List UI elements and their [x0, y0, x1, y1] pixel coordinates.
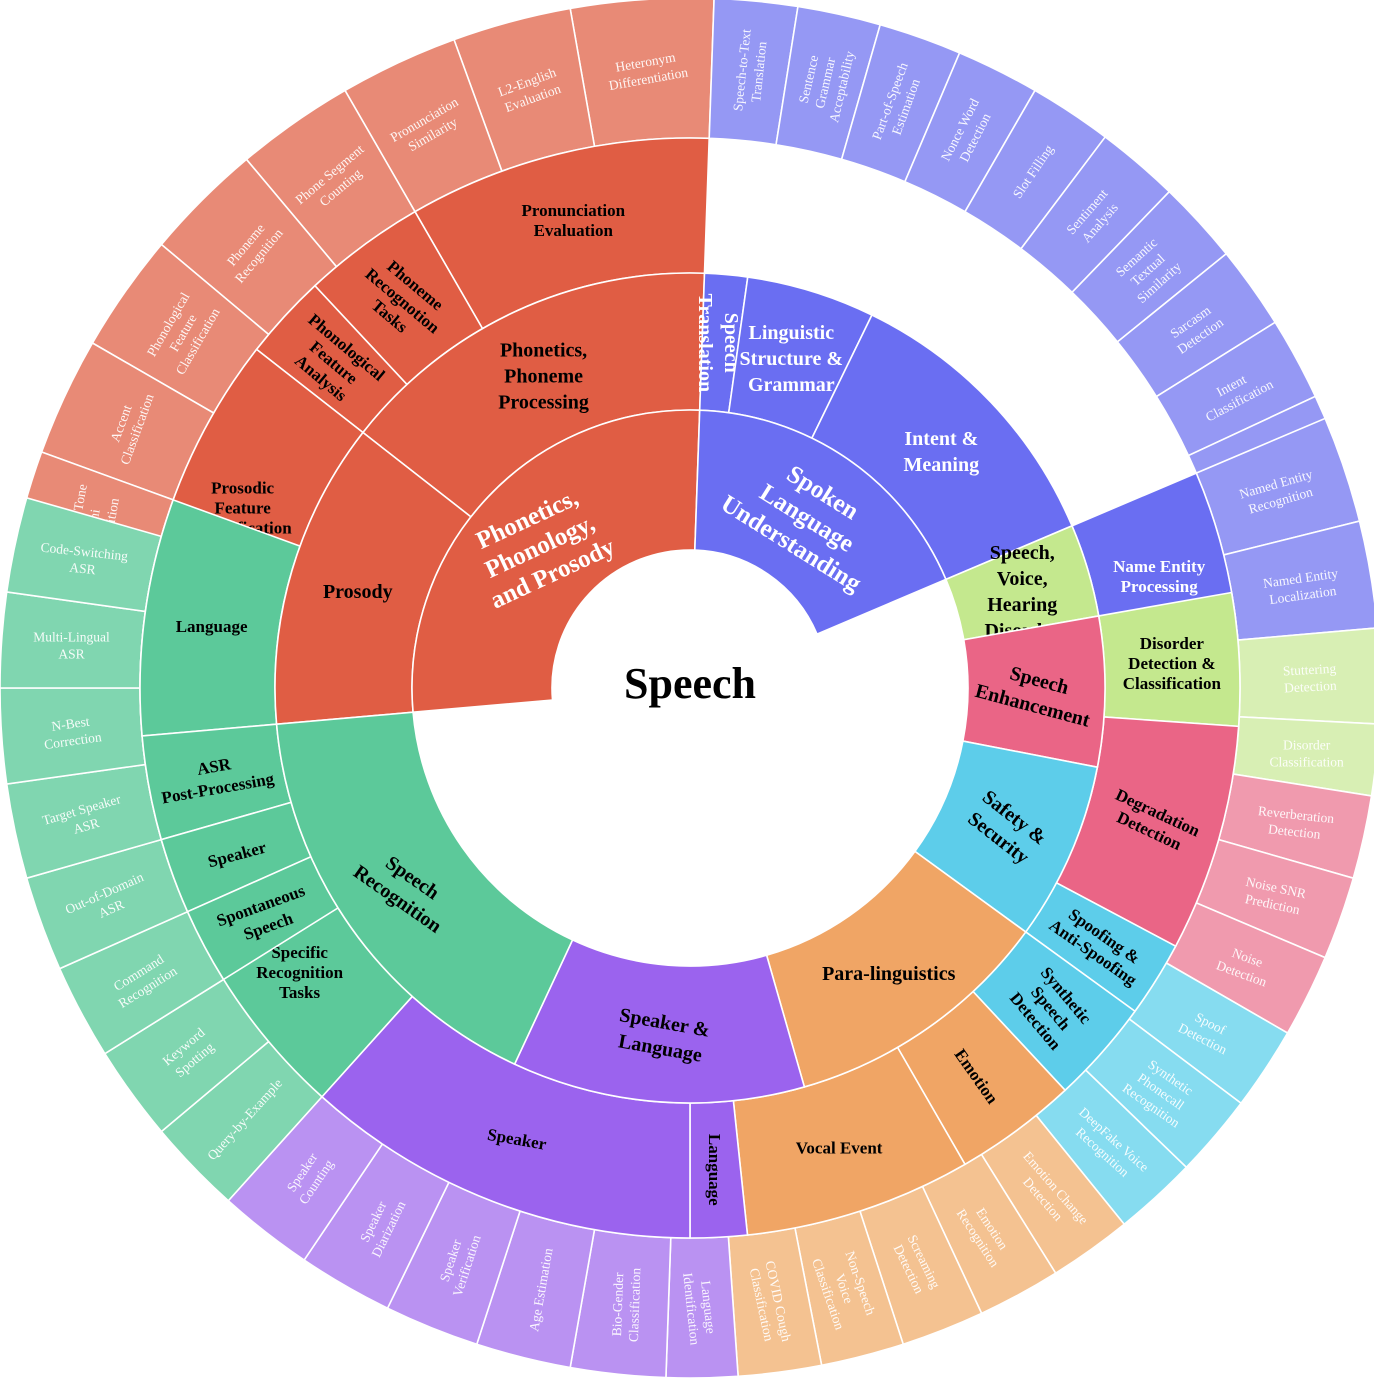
level2-label-intent-meaning: Intent &Meaning	[904, 428, 980, 476]
level3-label-vocal-event: Vocal Event	[796, 1138, 883, 1157]
level2-label-para-linguistics: Para-linguistics	[822, 963, 956, 985]
level4-label-n-best-correction: N-BestCorrection	[41, 712, 103, 752]
level3-label-language: Language	[705, 1134, 724, 1206]
level4-label-synthetic-phonecall-recognition: SyntheticPhonecallRecognition	[1120, 1052, 1202, 1130]
level2-label-prosody: Prosody	[323, 581, 393, 603]
level2-segment-speech-recognition[interactable]	[275, 711, 574, 1066]
level4-label-stuttering-detection: StutteringDetection	[1283, 661, 1338, 696]
center-label: Speech	[624, 659, 756, 708]
center-hub: Speech	[552, 550, 828, 826]
level3-asr-label-language: Language	[176, 617, 248, 636]
level4-label-bio-gender-classification: Bio-GenderClassification	[609, 1267, 644, 1343]
level4-label-code-switching-asr: Code-SwitchingASR	[38, 540, 129, 581]
center-circle	[552, 550, 828, 826]
